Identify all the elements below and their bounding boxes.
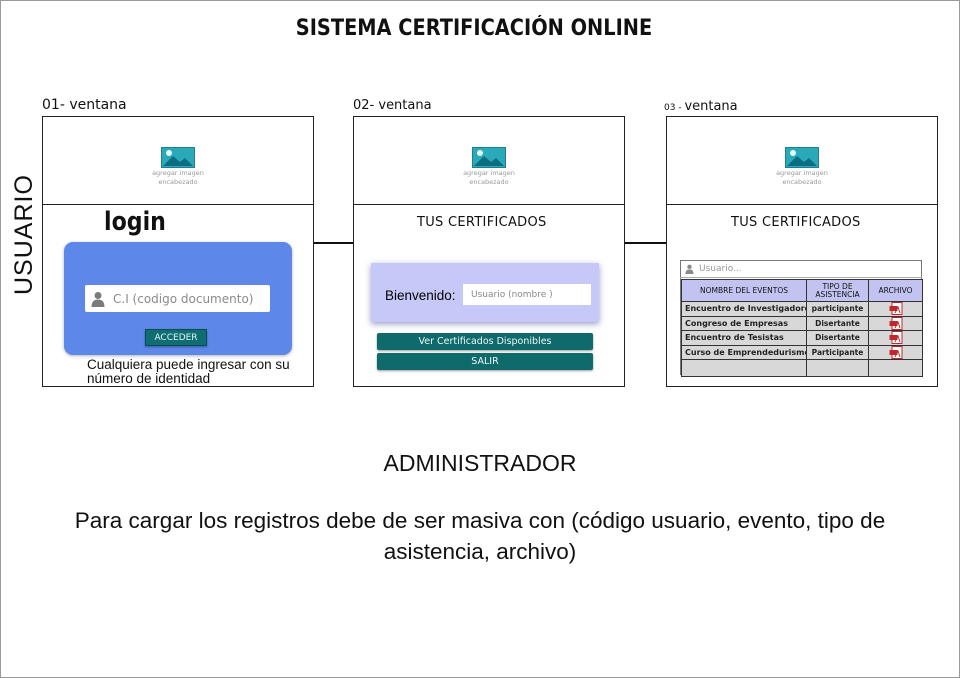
user-name-field[interactable]: Usuario (nombre ) (463, 284, 591, 305)
image-placeholder[interactable]: agregar imagen encabezado (133, 147, 223, 186)
table-row-empty (681, 359, 923, 377)
cell-evento: Congreso de Empresas (681, 315, 807, 331)
window-2-text: - ventana (369, 98, 432, 113)
login-title: login (104, 207, 166, 237)
image-icon (785, 147, 819, 168)
cell-tipo: Participante (806, 344, 869, 360)
window-1-text: - ventana (59, 97, 127, 113)
image-placeholder[interactable]: agregar imagen encabezado (757, 147, 847, 186)
cell-archivo[interactable] (868, 315, 923, 331)
pdf-icon (889, 331, 902, 345)
window-3-sep: - (675, 103, 685, 113)
view-certificates-button[interactable]: Ver Certificados Disponibles (377, 333, 593, 350)
cell-tipo: Disertante (806, 330, 869, 346)
image-icon (161, 147, 195, 168)
image-caption-line2: encabezado (158, 178, 198, 186)
image-caption-line1: agregar imagen (463, 169, 515, 177)
window-3-text: ventana (684, 99, 738, 114)
ci-placeholder: C.I (codigo documento) (113, 291, 254, 306)
window-1-number: 01 (42, 97, 60, 113)
admin-note: Para cargar los registros debe de ser ma… (74, 508, 886, 564)
image-caption-line1: agregar imagen (776, 169, 828, 177)
connector-2-3 (625, 242, 666, 244)
pdf-icon (889, 316, 902, 330)
ci-input[interactable]: C.I (codigo documento) (85, 285, 270, 312)
image-caption-line2: encabezado (469, 178, 509, 186)
certificados-title: TUS CERTIFICADOS (417, 215, 547, 230)
login-note: Cualquiera puede ingresar con su número … (87, 357, 290, 386)
header-archivo: ARCHIVO (868, 279, 923, 302)
user-icon (91, 291, 105, 307)
window-header: agregar imagen encabezado (667, 117, 937, 205)
tabla-title: TUS CERTIFICADOS (731, 215, 861, 230)
exit-button[interactable]: SALIR (377, 353, 593, 370)
header-evento: NOMBRE DEL EVENTOS (681, 279, 807, 302)
window-3-number: 03 (664, 103, 676, 113)
certificates-table: NOMBRE DEL EVENTOS TIPO DE ASISTENCIA AR… (681, 279, 923, 377)
user-search-placeholder: Usuario... (699, 263, 742, 274)
cell-archivo[interactable] (868, 301, 923, 317)
cell-empty (806, 359, 869, 377)
cell-empty (681, 359, 807, 377)
cell-archivo[interactable] (868, 344, 923, 360)
window-1-label: 01- ventana (42, 97, 127, 113)
window-2-label: 02- ventana (353, 98, 432, 113)
window-header: agregar imagen encabezado (43, 117, 313, 205)
user-icon (685, 264, 694, 274)
window-2-number: 02 (353, 98, 370, 113)
pdf-icon (889, 345, 902, 359)
welcome-label: Bienvenido: (385, 288, 456, 303)
image-icon (472, 147, 506, 168)
image-caption-line1: agregar imagen (152, 169, 204, 177)
role-admin-label: ADMINISTRADOR (383, 450, 577, 476)
cell-archivo[interactable] (868, 330, 923, 346)
image-caption-line2: encabezado (782, 178, 822, 186)
cell-empty (868, 359, 923, 377)
table-header-row: NOMBRE DEL EVENTOS TIPO DE ASISTENCIA AR… (681, 279, 923, 302)
cell-tipo: Disertante (806, 315, 869, 331)
role-usuario-label: USUARIO (10, 174, 38, 295)
window-3-label: 03 - ventana (664, 99, 738, 114)
page-title: SISTEMA CERTIFICACIÓN ONLINE (295, 16, 653, 41)
connector-1-2 (314, 242, 353, 244)
user-search-field[interactable]: Usuario... (680, 260, 922, 278)
pdf-icon (889, 302, 902, 316)
cell-evento: Encuentro de Tesistas (681, 330, 807, 346)
image-placeholder[interactable]: agregar imagen encabezado (444, 147, 534, 186)
cell-evento: Encuentro de Investigadores (681, 301, 807, 317)
acceder-button[interactable]: ACCEDER (145, 329, 207, 346)
cell-evento: Curso de Emprendedurismo (681, 344, 807, 360)
window-header: agregar imagen encabezado (354, 117, 624, 205)
header-tipo: TIPO DE ASISTENCIA (806, 279, 869, 302)
cell-tipo: participante (806, 301, 869, 317)
